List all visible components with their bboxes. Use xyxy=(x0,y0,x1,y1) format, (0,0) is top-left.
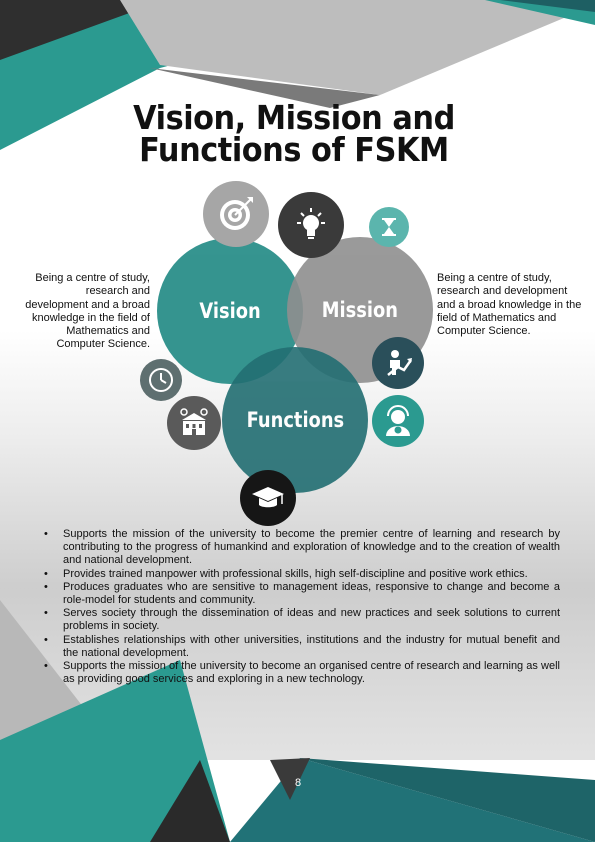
list-item: Supports the mission of the university t… xyxy=(40,660,560,686)
page-title: Vision, Mission and Functions of FSKM xyxy=(116,98,473,169)
functions-circle: Functions xyxy=(222,347,368,493)
list-item: Produces graduates who are sensitive to … xyxy=(40,581,560,607)
functions-label: Functions xyxy=(246,408,344,432)
list-item: Supports the mission of the university t… xyxy=(40,528,560,568)
functions-list: Supports the mission of the university t… xyxy=(40,528,560,686)
mission-label: Mission xyxy=(321,298,399,322)
clock-icon xyxy=(140,359,182,401)
target-icon xyxy=(203,181,269,247)
bottom-right-teal-shape xyxy=(300,758,595,842)
vision-label: Vision xyxy=(199,299,261,323)
title-line-2: Functions of FSKM xyxy=(139,130,449,169)
support-agent-icon xyxy=(372,395,424,447)
vision-description: Being a centre of study, research and de… xyxy=(25,272,150,351)
building-icon xyxy=(167,396,221,450)
mission-description: Being a centre of study, research and de… xyxy=(437,272,582,338)
top-gray-shape xyxy=(120,0,595,95)
list-item: Serves society through the dissemination… xyxy=(40,607,560,633)
top-left-teal-shape xyxy=(0,0,420,150)
bottom-left-teal-shape xyxy=(0,660,230,842)
list-item: Provides trained manpower with professio… xyxy=(40,568,560,581)
bottom-dark-teal-shape xyxy=(230,758,595,842)
top-left-dark-shape xyxy=(0,0,165,60)
bottom-dark-sliver xyxy=(150,760,230,842)
list-item: Establishes relationships with other uni… xyxy=(40,634,560,660)
hourglass-icon xyxy=(369,207,409,247)
growth-chart-icon xyxy=(372,337,424,389)
top-right-dark-shape xyxy=(500,0,595,12)
title-line-1: Vision, Mission and xyxy=(133,98,455,137)
bottom-center-dark-shape xyxy=(270,758,310,800)
lightbulb-icon xyxy=(278,192,344,258)
page-number: 8 xyxy=(294,777,302,789)
top-gray-shadow xyxy=(150,68,380,108)
graduation-cap-icon xyxy=(240,470,296,526)
